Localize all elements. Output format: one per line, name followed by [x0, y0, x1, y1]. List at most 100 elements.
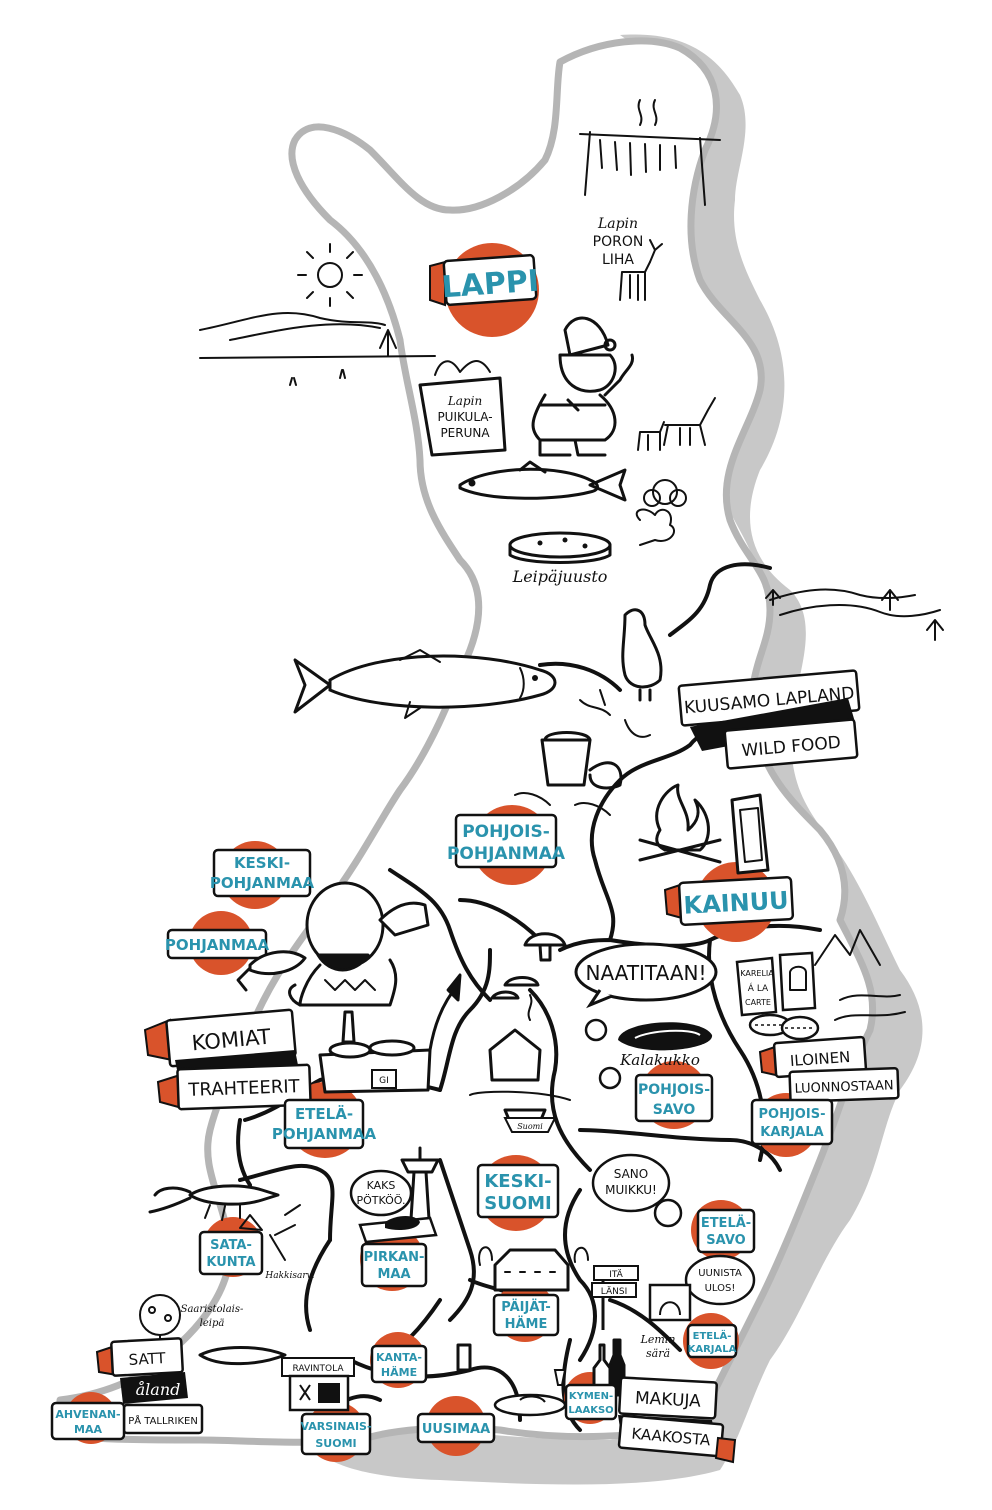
svg-text:KYMEN-: KYMEN- — [569, 1391, 613, 1402]
svg-text:POHJANMAA: POHJANMAA — [272, 1125, 377, 1143]
svg-text:ILOINEN: ILOINEN — [789, 1048, 851, 1070]
svg-text:Lemin: Lemin — [640, 1333, 676, 1346]
svg-text:POHJOIS-: POHJOIS- — [638, 1082, 710, 1098]
svg-text:KESKI-: KESKI- — [484, 1171, 551, 1192]
svg-text:PERUNA: PERUNA — [440, 426, 490, 440]
svg-text:åland: åland — [136, 1380, 181, 1399]
root-vegetable-icon — [239, 1204, 301, 1261]
region-label-kainuu[interactable]: KAINUU — [663, 876, 795, 926]
svg-text:HÄME: HÄME — [505, 1316, 548, 1332]
speech-bubble-naatitaan: NAATITAAN! — [574, 942, 718, 1009]
mushroom-icon — [490, 932, 567, 1000]
santa-icon — [531, 316, 635, 457]
salmon-icon — [293, 649, 557, 719]
karelia-menu-icon: KARELIA Á LA CARTE — [735, 951, 817, 1017]
svg-text:Leipäjuusto: Leipäjuusto — [512, 567, 608, 586]
svg-text:GI: GI — [379, 1076, 389, 1086]
map-shadow — [330, 34, 923, 1485]
region-label-pohjois-pohjanmaa[interactable]: POHJOIS- POHJANMAA — [447, 813, 566, 869]
svg-text:SUOMI: SUOMI — [315, 1437, 356, 1450]
svg-text:PÅ TALLRIKEN: PÅ TALLRIKEN — [128, 1414, 198, 1427]
grouse-icon — [621, 608, 663, 702]
potato-recipe-book-icon: Lapin PUIKULA- PERUNA — [418, 360, 507, 457]
region-label-satakunta[interactable]: SATA- KUNTA — [198, 1230, 264, 1276]
boat-icon: Suomi — [503, 1117, 557, 1133]
banner-satt-aland: SATT åland PÅ TALLRIKEN — [95, 1337, 204, 1435]
bread-cheese-icon: Leipäjuusto — [508, 531, 612, 586]
svg-text:PÖTKÖÖ.: PÖTKÖÖ. — [357, 1194, 406, 1207]
svg-text:MAA: MAA — [74, 1423, 102, 1436]
banner-komiat-trahteerit: KOMIAT TRAHTEERIT — [143, 1008, 312, 1111]
svg-text:ULOS!: ULOS! — [705, 1283, 736, 1294]
kalakukko-icon: Kalakukko — [584, 1018, 713, 1090]
svg-text:POHJANMAA: POHJANMAA — [210, 874, 315, 892]
svg-text:TRAHTEERIT: TRAHTEERIT — [187, 1076, 301, 1101]
cloudberry-icon — [635, 479, 687, 546]
svg-text:SANO: SANO — [614, 1167, 648, 1181]
svg-text:PUIKULA-: PUIKULA- — [437, 410, 492, 424]
svg-text:CARTE: CARTE — [745, 998, 771, 1007]
svg-text:SATT: SATT — [128, 1349, 167, 1369]
svg-text:LUONNOSTAAN: LUONNOSTAAN — [794, 1078, 894, 1096]
region-label-ahvenanmaa[interactable]: AHVENAN- MAA — [50, 1401, 126, 1441]
svg-text:ETELÄ-: ETELÄ- — [295, 1104, 353, 1123]
observation-tower-icon — [400, 1146, 440, 1237]
fell-landscape-icon — [199, 311, 436, 386]
region-label-varsinais-suomi[interactable]: VARSINAIS- SUOMI — [300, 1412, 372, 1456]
svg-text:KESKI-: KESKI- — [234, 854, 290, 872]
svg-text:LAAKSO: LAAKSO — [568, 1405, 613, 1416]
svg-text:ITÄ: ITÄ — [609, 1269, 623, 1280]
svg-text:SAVO: SAVO — [653, 1102, 696, 1118]
signpost-icon: ITÄ LÄNSI — [591, 1265, 639, 1330]
region-label-etela-pohjanmaa[interactable]: ETELÄ- POHJANMAA — [272, 1098, 377, 1150]
svg-text:AHVENAN-: AHVENAN- — [55, 1408, 120, 1421]
banner-iloinen-luonnostaan: ILOINEN LUONNOSTAAN — [758, 1035, 900, 1104]
annotation-poron-1: Lapin — [597, 216, 638, 232]
region-label-etela-savo[interactable]: ETELÄ- SAVO — [696, 1208, 756, 1254]
svg-text:Kalakukko: Kalakukko — [619, 1051, 700, 1069]
berry-bucket-icon — [514, 689, 651, 816]
svg-text:ETELÄ-: ETELÄ- — [693, 1328, 732, 1342]
svg-text:RAVINTOLA: RAVINTOLA — [293, 1364, 345, 1374]
region-label-kymenlaakso[interactable]: KYMEN- LAAKSO — [564, 1383, 618, 1421]
svg-text:PÄIJÄT-: PÄIJÄT- — [501, 1299, 550, 1315]
annotation-poron-2: PORON — [593, 234, 644, 250]
region-label-keski-pohjanmaa[interactable]: KESKI- POHJANMAA — [210, 848, 315, 898]
reindeer-pair-icon — [637, 397, 716, 451]
region-label-uusimaa[interactable]: UUSIMAA — [416, 1412, 496, 1444]
region-label-lappi[interactable]: LAPPI — [429, 253, 540, 307]
karelian-pie-icon — [748, 1013, 820, 1041]
annotation-poron-3: LIHA — [602, 252, 634, 268]
reindeer-icon — [619, 239, 663, 301]
forest-hills-icon — [765, 588, 944, 641]
region-label-kanta-hame[interactable]: KANTA- HÄME — [370, 1344, 428, 1384]
svg-text:NAATITAAN!: NAATITAAN! — [585, 961, 706, 985]
svg-text:MAKUJA: MAKUJA — [635, 1388, 702, 1411]
blood-sausage-icon — [358, 1215, 438, 1244]
banner-makuja-kaakosta: MAKUJA KAAKOSTA — [617, 1376, 737, 1464]
annotation-lemin-sara: Lemin särä — [640, 1333, 676, 1360]
region-label-paijat-hame[interactable]: PÄIJÄT- HÄME — [492, 1293, 560, 1337]
svg-text:MUIKKU!: MUIKKU! — [605, 1183, 657, 1197]
region-label-etela-karjala[interactable]: ETELÄ- KARJALA — [686, 1323, 738, 1359]
svg-text:KARJALA: KARJALA — [760, 1125, 823, 1140]
whitefish-icon — [458, 460, 627, 502]
gi-sign-icon: GI — [371, 1069, 397, 1089]
svg-text:KARELIA: KARELIA — [740, 969, 774, 978]
region-label-pohjanmaa[interactable]: POHJANMAA — [165, 928, 270, 960]
manor-house-icon — [478, 1246, 589, 1292]
annotation-hakkisarvi: Hakkisarvi — [264, 1271, 314, 1281]
region-label-keski-suomi[interactable]: KESKI- SUOMI — [476, 1163, 560, 1219]
svg-text:Á LA: Á LA — [748, 982, 769, 994]
region-label-pirkanmaa[interactable]: PIRKAN- MAA — [360, 1242, 428, 1288]
svg-text:SAVO: SAVO — [706, 1233, 745, 1248]
svg-text:HÄME: HÄME — [381, 1365, 417, 1379]
svg-text:POHJANMAA: POHJANMAA — [447, 844, 566, 864]
svg-text:särä: särä — [646, 1347, 670, 1360]
svg-text:KAKS: KAKS — [367, 1179, 396, 1192]
mountain-river-icon — [814, 929, 906, 1021]
svg-text:LÄNSI: LÄNSI — [601, 1286, 627, 1297]
region-label-pohjois-savo[interactable]: POHJOIS- SAVO — [634, 1073, 714, 1123]
region-label-pohjois-karjala[interactable]: POHJOIS- KARJALA — [750, 1098, 834, 1146]
